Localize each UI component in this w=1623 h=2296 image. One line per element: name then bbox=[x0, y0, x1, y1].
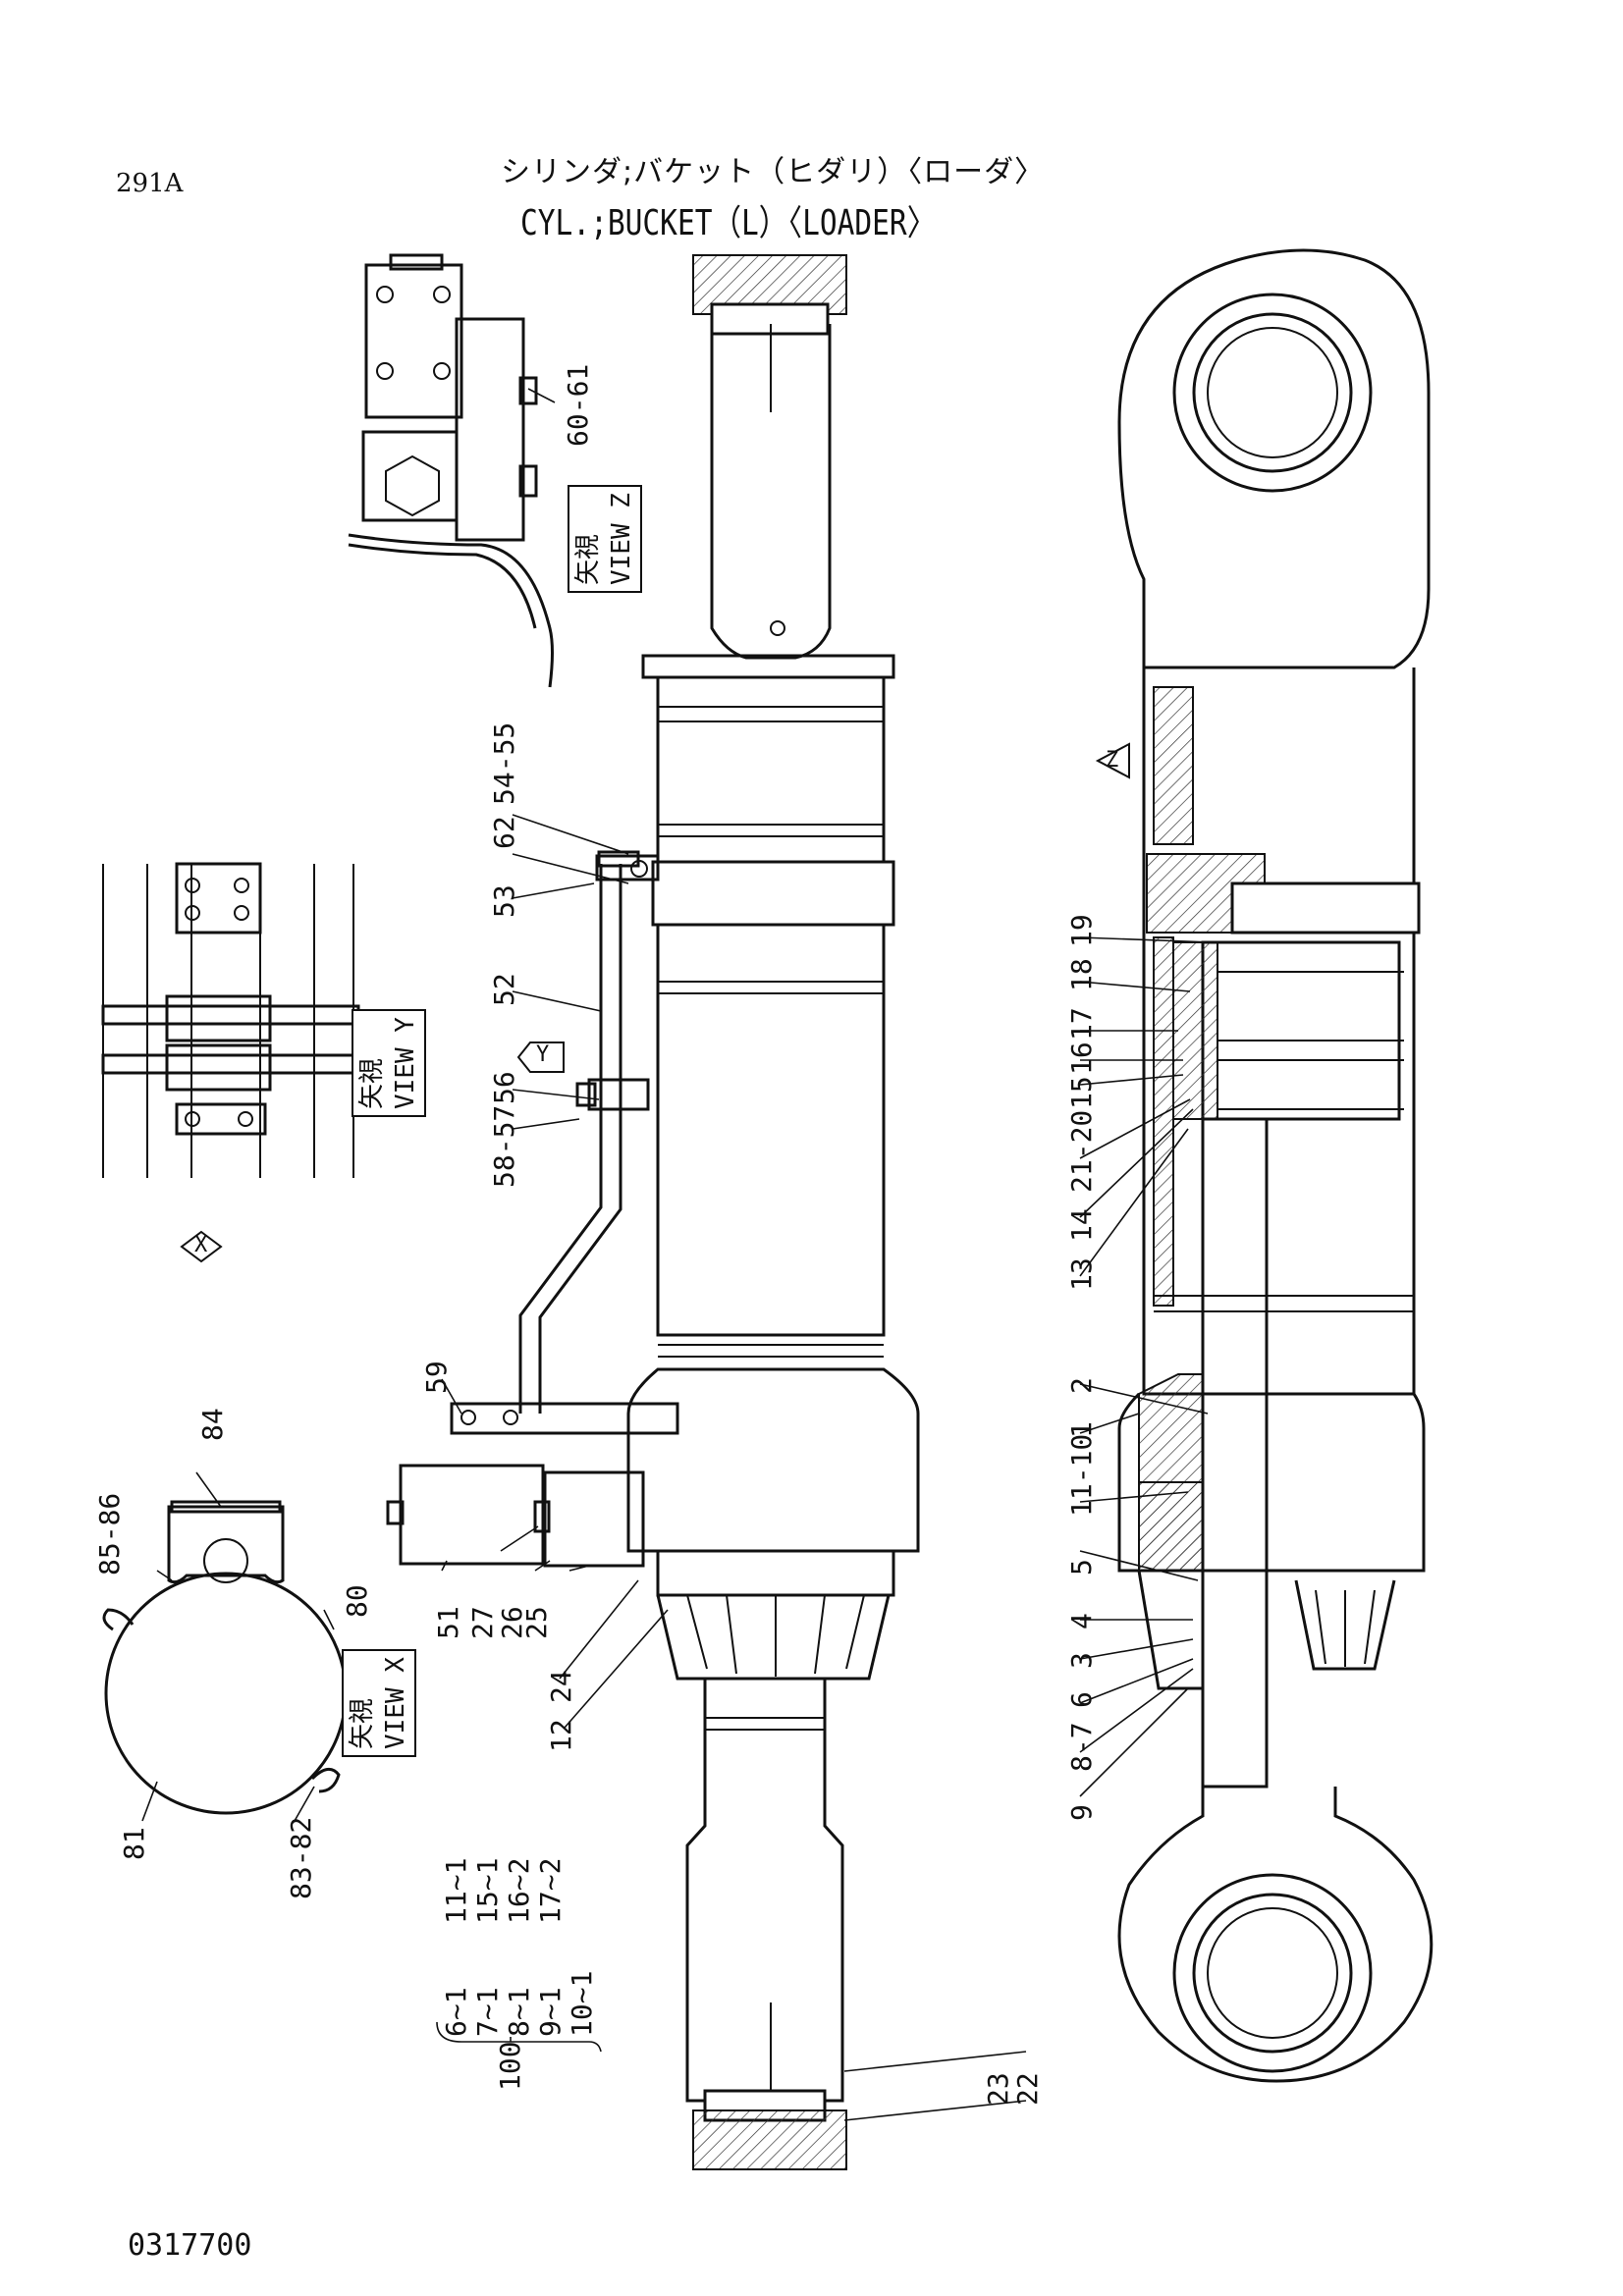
view-y-detail bbox=[101, 862, 360, 1178]
callout-13: 13 bbox=[1065, 1257, 1098, 1291]
callout-24: 24 bbox=[545, 1670, 577, 1703]
kit-item: 7~1 bbox=[471, 1987, 504, 2037]
callout-56: 56 bbox=[488, 1071, 520, 1104]
view-x-detail bbox=[102, 1500, 348, 1815]
marker-y-letter: Y bbox=[536, 1042, 550, 1067]
callout-4: 4 bbox=[1065, 1613, 1098, 1629]
marker-y-shape bbox=[516, 1041, 565, 1073]
page-number: 291A bbox=[116, 169, 184, 198]
callout-59: 59 bbox=[420, 1361, 453, 1394]
view-y-label: 矢視 VIEW Y bbox=[352, 1009, 426, 1117]
marker-z-letter: Z bbox=[1106, 748, 1119, 773]
marker-x-letter: X bbox=[194, 1233, 208, 1257]
callout-27: 27 bbox=[466, 1606, 499, 1639]
callout-80: 80 bbox=[341, 1584, 373, 1618]
view-z-en: VIEW Z bbox=[607, 493, 636, 585]
callout-12: 12 bbox=[545, 1719, 577, 1752]
callout-9: 9 bbox=[1065, 1804, 1098, 1821]
kit-item: 15~1 bbox=[471, 1857, 504, 1924]
view-z-label: 矢視 VIEW Z bbox=[568, 485, 642, 593]
kit-item: 17~2 bbox=[534, 1857, 567, 1924]
callout-18: 18 bbox=[1065, 958, 1098, 991]
callout-2: 2 bbox=[1065, 1377, 1098, 1394]
callout-21-20: 21-20 bbox=[1065, 1109, 1098, 1193]
callout-51: 51 bbox=[432, 1606, 464, 1639]
callout-52: 52 bbox=[488, 973, 520, 1006]
callout-62: 62 bbox=[488, 816, 520, 849]
callout-54-55: 54-55 bbox=[488, 721, 520, 805]
kit-item: 11~1 bbox=[440, 1857, 472, 1924]
callout-23: 23 bbox=[982, 2072, 1014, 2106]
leader-lines bbox=[141, 388, 1214, 2121]
title-english: CYL.;BUCKET（L）〈LOADER〉 bbox=[520, 203, 937, 243]
callout-19: 19 bbox=[1065, 914, 1098, 947]
kit-item: 16~2 bbox=[503, 1857, 535, 1924]
callout-15: 15 bbox=[1065, 1076, 1098, 1109]
callout-58-57: 58-57 bbox=[488, 1104, 520, 1188]
view-x-jp: 矢視 bbox=[348, 1697, 377, 1749]
view-y-jp: 矢視 bbox=[357, 1057, 387, 1109]
callout-8-7: 8-7 bbox=[1065, 1722, 1098, 1772]
callout-16: 16 bbox=[1065, 1041, 1098, 1075]
kit-item: 10~1 bbox=[566, 1970, 598, 2037]
center-cylinder-view bbox=[386, 254, 920, 2170]
callout-14: 14 bbox=[1065, 1208, 1098, 1242]
view-x-label: 矢視 VIEW X bbox=[342, 1649, 416, 1757]
view-y-en: VIEW Y bbox=[391, 1017, 420, 1109]
callout-53: 53 bbox=[488, 884, 520, 918]
kit-item: 9~1 bbox=[534, 1987, 567, 2037]
callout-25: 25 bbox=[520, 1606, 553, 1639]
right-section-view bbox=[1117, 248, 1434, 2083]
callout-84: 84 bbox=[196, 1408, 229, 1441]
view-z-detail bbox=[348, 253, 554, 688]
marker-x-shape bbox=[180, 1230, 223, 1263]
callout-3: 3 bbox=[1065, 1652, 1098, 1669]
drawing-number: 0317700 bbox=[128, 2228, 252, 2263]
callout-60-61: 60-61 bbox=[562, 363, 594, 447]
marker-z-shape bbox=[1095, 742, 1130, 779]
callout-6: 6 bbox=[1065, 1691, 1098, 1708]
callout-22: 22 bbox=[1011, 2072, 1044, 2106]
view-x-en: VIEW X bbox=[381, 1657, 410, 1749]
kit-item: 8~1 bbox=[503, 1987, 535, 2037]
title-japanese: シリンダ;バケット（ヒダリ）〈ローダ〉 bbox=[501, 155, 1046, 189]
callout-85-86: 85-86 bbox=[93, 1492, 126, 1575]
callout-81: 81 bbox=[118, 1827, 150, 1860]
callout-83-82: 83-82 bbox=[285, 1816, 317, 1899]
callout-11-10: 11-10 bbox=[1065, 1433, 1098, 1517]
kit-item: 6~1 bbox=[440, 1987, 472, 2037]
callout-17: 17 bbox=[1065, 1007, 1098, 1041]
callout-5: 5 bbox=[1065, 1559, 1098, 1575]
view-z-jp: 矢視 bbox=[573, 533, 603, 585]
kit-number: 100 bbox=[494, 2041, 526, 2091]
